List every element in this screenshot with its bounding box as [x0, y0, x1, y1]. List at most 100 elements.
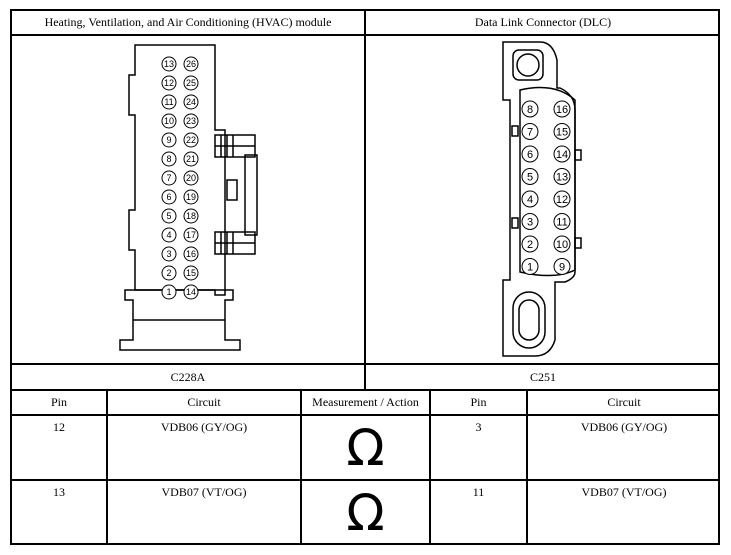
hvac-pin-number: 13 [164, 59, 174, 69]
hvac-pin-circle [161, 227, 177, 243]
hvac-pin-circle [183, 208, 199, 224]
dlc-pin-circle [553, 258, 571, 275]
header-measurement-action: Measurement / Action [312, 395, 419, 409]
table-row-1-pin-b: 3 [475, 420, 482, 434]
hvac-pin-number: 17 [186, 230, 196, 240]
hvac-pin-circle [183, 56, 199, 72]
hvac-pin-number: 10 [164, 116, 174, 126]
dlc-pin-number: 3 [527, 216, 533, 228]
hvac-pin-number: 16 [186, 249, 196, 259]
hvac-pin-number: 20 [186, 173, 196, 183]
hvac-pin-number: 24 [186, 97, 196, 107]
dlc-pin-number: 1 [527, 261, 533, 273]
dlc-pin-circle [521, 190, 539, 208]
hvac-pin-number: 18 [186, 211, 196, 221]
table-row-2-circuit-a: VDB07 (VT/OG) [161, 485, 247, 499]
hvac-pin-circle [183, 151, 199, 167]
hvac-pin-number: 2 [166, 268, 171, 278]
dlc-pin-circle [553, 235, 571, 253]
dlc-pin-number: 5 [527, 171, 533, 183]
divider [364, 9, 366, 391]
hvac-pin-circle [161, 284, 177, 300]
divider [526, 389, 528, 545]
dlc-connector-id: C251 [529, 370, 556, 384]
hvac-pin-circle [161, 189, 177, 205]
table-row-2-pin-a: 13 [53, 485, 65, 499]
hvac-pin-circle [161, 246, 177, 262]
hvac-pin-circle [183, 246, 199, 262]
hvac-pin-number: 1 [166, 287, 171, 297]
hvac-pin-number: 14 [186, 287, 196, 297]
hvac-pin-number: 11 [164, 97, 173, 107]
hvac-pin-circle [183, 284, 199, 300]
table-row-1-circuit-b: VDB06 (GY/OG) [580, 420, 668, 434]
hvac-pin-number: 23 [186, 116, 196, 126]
hvac-pin-circle [161, 151, 177, 167]
hvac-pin-circle [161, 170, 177, 186]
hvac-pin-circle [183, 132, 199, 148]
hvac-pin-circle [161, 208, 177, 224]
dlc-pin-circle [553, 190, 571, 208]
dlc-pin-circle [553, 168, 571, 185]
dlc-pin-circle [521, 168, 539, 185]
dlc-pin-number: 4 [527, 194, 533, 206]
hvac-pin-number: 21 [186, 154, 196, 164]
hvac-pin-circle [183, 227, 199, 243]
dlc-pin-circle [521, 235, 539, 253]
table-row-1-circuit-a: VDB06 (GY/OG) [160, 420, 248, 434]
hvac-pin-number: 3 [166, 249, 171, 259]
hvac-pin-circle [183, 189, 199, 205]
hvac-pin-circle [161, 56, 177, 72]
hvac-pin-circle [161, 265, 177, 281]
header-circuit-a: Circuit [187, 395, 221, 409]
hvac-module-title: Heating, Ventilation, and Air Conditioni… [44, 15, 332, 29]
hvac-pin-circle [183, 265, 199, 281]
hvac-pin-circle [161, 132, 177, 148]
table-row-2-circuit-b: VDB07 (VT/OG) [581, 485, 667, 499]
hvac-pin-number: 22 [186, 135, 196, 145]
ohmmeter-icon: Ω [346, 419, 385, 477]
divider [106, 389, 108, 545]
dlc-pin-circle [521, 123, 539, 140]
hvac-pin-circle [161, 113, 177, 129]
dlc-pin-circle [521, 145, 539, 163]
hvac-pin-number: 5 [166, 211, 171, 221]
dlc-pin-circle [553, 123, 571, 140]
dlc-pin-number: 14 [556, 149, 568, 161]
hvac-connector-id: C228A [170, 370, 206, 384]
header-circuit-b: Circuit [607, 395, 641, 409]
dlc-pin-circle [553, 100, 571, 118]
hvac-pin-number: 8 [166, 154, 171, 164]
hvac-pin-circle [183, 113, 199, 129]
dlc-pin-number: 10 [556, 239, 568, 251]
dlc-pin-circle [521, 100, 539, 118]
hvac-pin-number: 9 [166, 135, 171, 145]
dlc-pin-number: 9 [559, 261, 565, 273]
dlc-pin-number: 2 [527, 239, 533, 251]
hvac-pin-number: 4 [166, 230, 171, 240]
hvac-pin-circle [183, 94, 199, 110]
dlc-pin-circle [521, 258, 539, 275]
table-row-2-pin-b: 11 [472, 485, 485, 499]
dlc-pin-number: 6 [527, 149, 533, 161]
header-pin-b: Pin [470, 395, 487, 409]
header-pin-a: Pin [50, 395, 67, 409]
hvac-pin-number: 6 [166, 192, 171, 202]
divider [10, 479, 720, 481]
table-row-1-pin-a: 12 [53, 420, 65, 434]
hvac-pin-circle [183, 170, 199, 186]
hvac-pin-number: 7 [166, 173, 171, 183]
dlc-pin-number: 15 [556, 126, 568, 138]
dlc-title: Data Link Connector (DLC) [474, 15, 612, 29]
dlc-pin-number: 8 [527, 104, 533, 116]
hvac-pin-number: 15 [186, 268, 196, 278]
hvac-pin-circle [161, 75, 177, 91]
hvac-pin-circle [161, 94, 177, 110]
dlc-pin-number: 13 [556, 171, 568, 183]
dlc-pin-circle [553, 145, 571, 163]
hvac-pin-number: 26 [186, 59, 196, 69]
dlc-pin-number: 7 [527, 126, 533, 138]
dlc-pin-circle [553, 213, 571, 230]
hvac-pin-circle [183, 75, 199, 91]
